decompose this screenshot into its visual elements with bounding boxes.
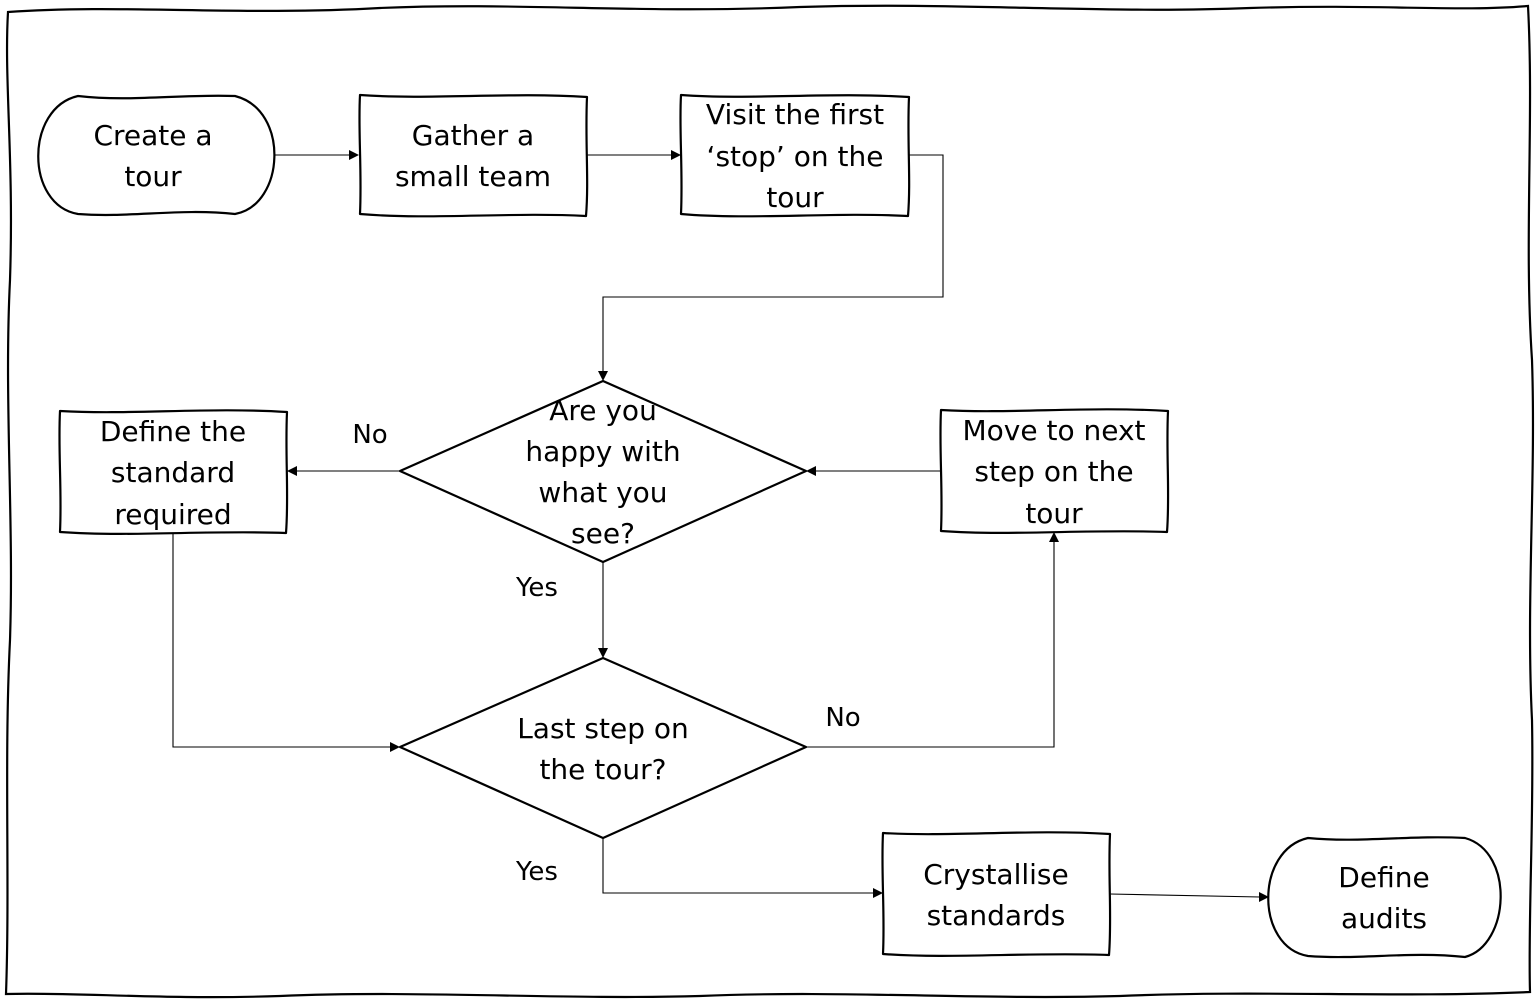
label-last-no: No [825, 703, 860, 733]
arrowhead-icon [349, 150, 359, 160]
node-define-audits-line2: audits [1341, 902, 1427, 935]
node-last-step-line2: the tour? [539, 753, 666, 786]
arrowhead-icon [598, 648, 608, 658]
node-create-tour-line1: Create a [93, 119, 212, 152]
node-crystallise-standards[interactable]: Crystallise standards [881, 831, 1112, 957]
node-define-standard-line1: Define the [100, 415, 246, 448]
node-move-next-line3: tour [1025, 497, 1083, 530]
edge-crystallise-to-audits [1109, 893, 1261, 898]
node-define-standard-line3: required [114, 498, 231, 531]
arrowhead-icon [806, 466, 816, 476]
node-happy-line3: what you [538, 476, 667, 509]
node-happy-line4: see? [571, 517, 635, 550]
label-last-yes: Yes [515, 857, 558, 887]
node-move-next-line2: step on the [974, 455, 1133, 488]
diagram-border [4, 4, 1535, 999]
node-gather-team-line1: Gather a [412, 119, 534, 152]
arrowhead-icon [287, 466, 297, 476]
connectors [172, 150, 1269, 902]
edge-define-to-last [172, 533, 391, 748]
node-visit-first-line1: Visit the first [706, 98, 884, 131]
node-define-audits[interactable]: Define audits [1267, 836, 1502, 959]
edge-last-yes [602, 838, 874, 894]
node-visit-first-line2: ‘stop’ on the [707, 140, 884, 173]
node-visit-first-line3: tour [766, 181, 824, 214]
label-happy-yes: Yes [515, 573, 558, 603]
label-happy-no: No [352, 420, 387, 450]
node-define-audits-line1: Define [1338, 861, 1429, 894]
node-happy-line1: Are you [549, 394, 657, 427]
node-create-tour-line2: tour [124, 160, 182, 193]
edge-last-no [806, 542, 1055, 748]
arrowhead-icon [390, 742, 400, 752]
node-last-step-line1: Last step on [517, 712, 689, 745]
arrowhead-icon [1259, 892, 1269, 902]
node-last-step-decision[interactable]: Last step on the tour? [398, 656, 808, 840]
node-gather-team-line2: small team [395, 160, 551, 193]
node-crystallise-line1: Crystallise [923, 858, 1069, 891]
arrowhead-icon [1049, 532, 1059, 542]
arrowhead-icon [671, 150, 681, 160]
node-crystallise-line2: standards [927, 899, 1066, 932]
node-happy-line2: happy with [525, 435, 680, 468]
node-visit-first-stop[interactable]: Visit the first ‘stop’ on the tour [679, 93, 911, 218]
node-define-standard[interactable]: Define the standard required [58, 409, 289, 535]
node-define-standard-line2: standard [111, 456, 235, 489]
edge-visit-to-happy [602, 154, 944, 372]
node-happy-decision[interactable]: Are you happy with what you see? [398, 379, 808, 564]
arrowhead-icon [598, 371, 608, 381]
node-move-next-line1: Move to next [962, 414, 1145, 447]
node-create-tour[interactable]: Create a tour [37, 94, 276, 217]
arrowhead-icon [873, 888, 883, 898]
node-move-next[interactable]: Move to next step on the tour [939, 408, 1170, 534]
node-gather-team[interactable]: Gather a small team [358, 93, 589, 218]
